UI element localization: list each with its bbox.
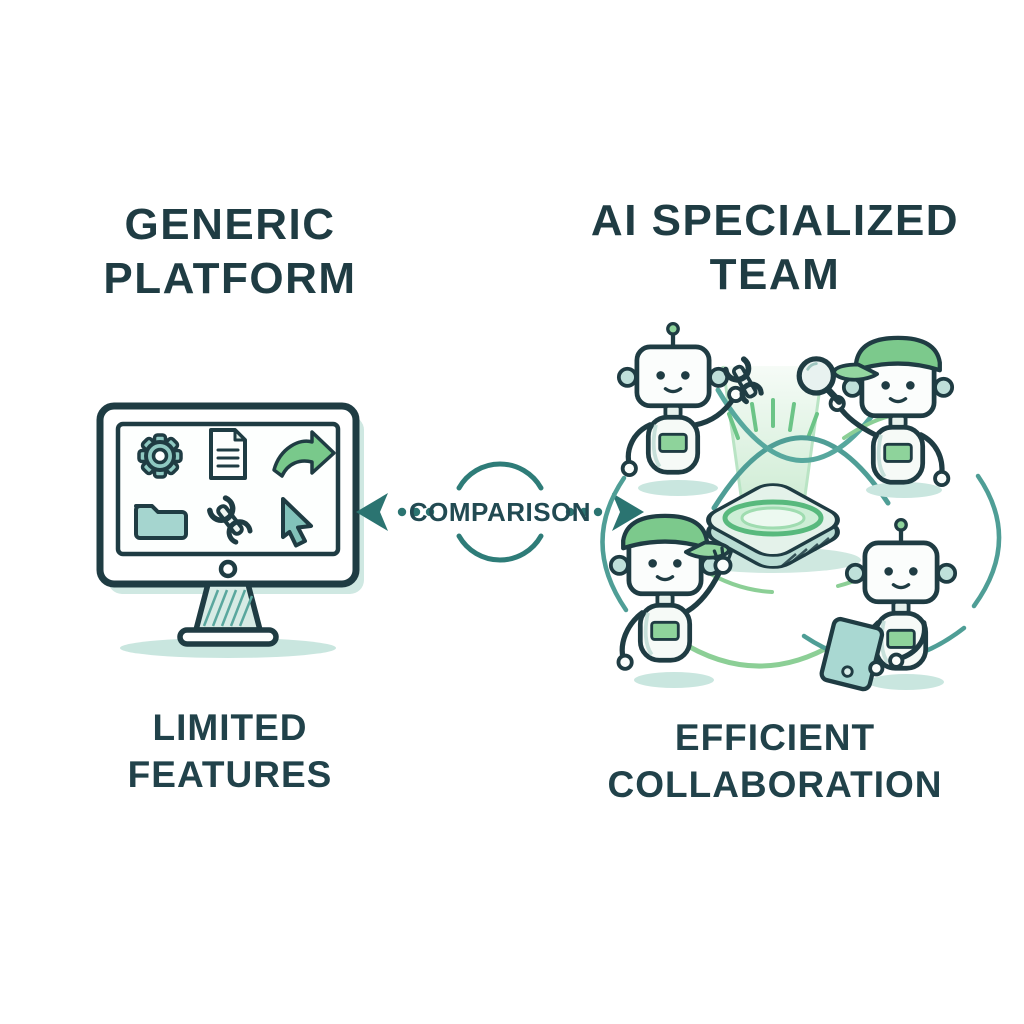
green-cap-icon (854, 335, 942, 373)
ai-team-figure (600, 321, 1002, 692)
green-cap-icon (621, 513, 709, 551)
right-heading-line1: AI SPECIALIZED (590, 196, 960, 245)
share-arrow-icon (272, 430, 336, 478)
platform-hatching (781, 533, 839, 567)
glowing-platform (685, 483, 861, 573)
antenna-icon (894, 517, 908, 532)
waving-hand-icon (712, 546, 734, 575)
right-heading: AI SPECIALIZED TEAM (570, 194, 980, 301)
dotted-arrow-right (565, 493, 644, 531)
right-heading-line2: TEAM (709, 249, 841, 299)
antenna-icon (666, 321, 680, 336)
gear-icon (137, 433, 183, 479)
cursor-arrow-icon (281, 497, 313, 548)
generic-platform-monitor (96, 402, 364, 658)
left-heading: GENERIC PLATFORM (30, 198, 430, 305)
comparison-label: COMPARISON (408, 496, 592, 527)
left-caption-line2: FEATURES (127, 754, 333, 796)
monitor-base (177, 627, 279, 647)
comparison-connector: COMPARISON (352, 446, 648, 586)
left-heading-line1: GENERIC (124, 200, 336, 249)
folder-icon (134, 504, 188, 540)
tablet-icon (819, 616, 885, 692)
left-caption: LIMITED FEATURES (30, 704, 430, 799)
right-caption-line2: COLLABORATION (607, 764, 943, 806)
left-heading-line2: PLATFORM (103, 253, 357, 303)
stand-hatching (202, 589, 254, 627)
wrench-icon (207, 495, 253, 545)
dotted-arrow-left (356, 493, 435, 531)
monitor-stand (177, 581, 279, 647)
right-caption: EFFICIENT COLLABORATION (555, 714, 995, 809)
comparison-circle-top-arc (456, 461, 544, 491)
robot-with-tablet (819, 517, 955, 692)
comparison-graphics (356, 461, 644, 563)
right-caption-line1: EFFICIENT (674, 717, 876, 758)
wrench-tool-icon (722, 356, 764, 405)
monitor-camera-dot (218, 559, 238, 579)
robot-with-magnifier (796, 335, 952, 488)
comparison-circle-bottom-arc (456, 533, 544, 563)
document-icon (209, 428, 247, 480)
robot-shadows (634, 480, 944, 690)
magnifying-glass-icon (796, 356, 843, 405)
left-caption-line1: LIMITED (152, 707, 308, 748)
monitor-shadow (120, 638, 336, 658)
cap-brim (832, 362, 880, 382)
robot-with-wrench (619, 321, 764, 478)
hub-rays (727, 398, 819, 440)
robot-waving (611, 513, 734, 671)
platform-glow-ring-inner (740, 506, 806, 530)
